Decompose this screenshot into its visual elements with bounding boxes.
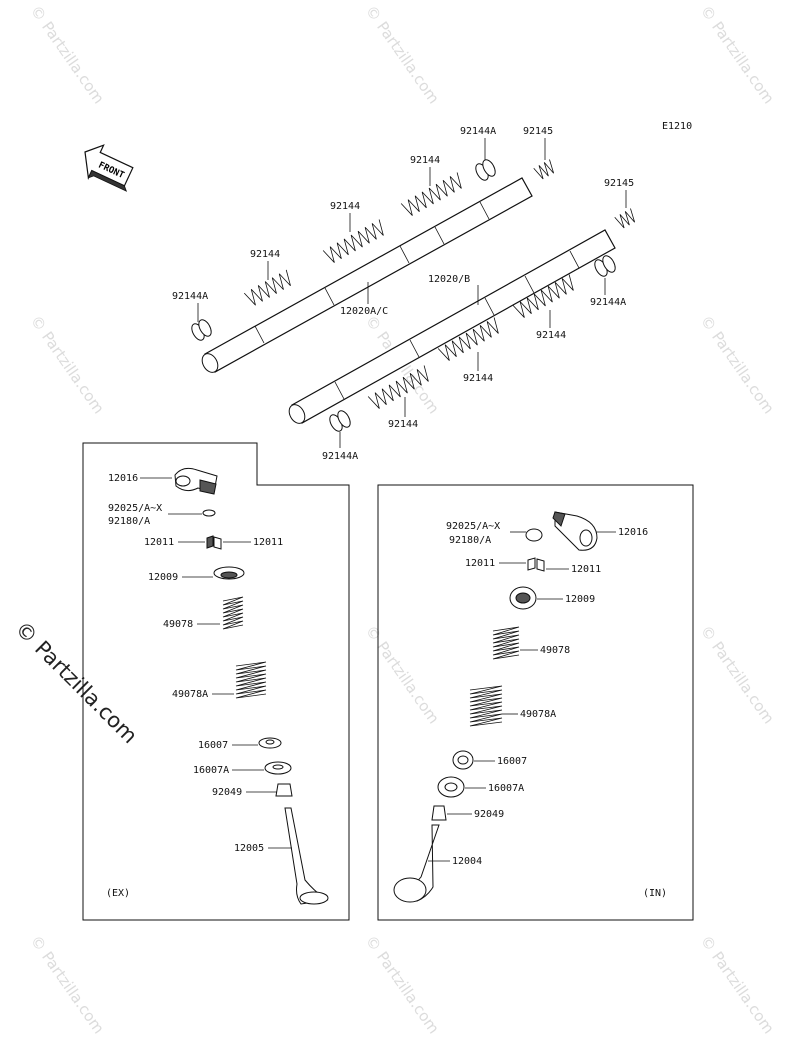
in-callouts: 92025/A~X 92180/A 12016 12011 12011 1200… bbox=[428, 521, 648, 867]
watermark: © Partzilla.com bbox=[697, 2, 778, 107]
callout: 12016 bbox=[618, 527, 648, 538]
in-cotters bbox=[527, 557, 545, 572]
callout: 92144 bbox=[463, 373, 493, 384]
callout: 49078A bbox=[520, 709, 556, 720]
callout: 92180/A bbox=[108, 516, 150, 527]
callout: 49078 bbox=[540, 645, 570, 656]
callout: 12004 bbox=[452, 856, 482, 867]
callout: 92144 bbox=[536, 330, 566, 341]
watermark: © Partzilla.com bbox=[27, 932, 108, 1037]
shaft-spring-92144 bbox=[400, 172, 462, 216]
watermark: © Partzilla.com bbox=[697, 932, 778, 1037]
ex-inner-spring bbox=[222, 596, 244, 630]
callout: 92144A bbox=[322, 451, 358, 462]
ex-panel-frame bbox=[82, 442, 350, 921]
front-arrow-icon: FRONT bbox=[84, 144, 134, 192]
callout: 92144A bbox=[590, 297, 626, 308]
watermark: © Partzilla.com bbox=[27, 2, 108, 107]
in-panel-title: (IN) bbox=[643, 888, 667, 899]
callout: 92144A bbox=[460, 126, 496, 137]
callout: 12011 bbox=[465, 558, 495, 569]
ex-panel-title: (EX) bbox=[106, 888, 130, 899]
callout: 92145 bbox=[523, 126, 553, 137]
ex-spring-seat-a bbox=[264, 761, 292, 775]
callout: 92144 bbox=[250, 249, 280, 260]
spring-92145 bbox=[533, 159, 555, 180]
callout: 49078A bbox=[172, 689, 208, 700]
watermark: © Partzilla.com bbox=[27, 312, 108, 417]
watermark: © Partzilla.com bbox=[697, 312, 778, 417]
in-panel-frame bbox=[377, 484, 694, 921]
callout: 12011 bbox=[253, 537, 283, 548]
callout: 12016 bbox=[108, 473, 138, 484]
in-spring-seat bbox=[452, 750, 474, 770]
callout: 16007 bbox=[497, 756, 527, 767]
callout: 12011 bbox=[144, 537, 174, 548]
ex-callouts: 12016 92025/A~X 92180/A 12011 12011 1200… bbox=[108, 473, 292, 854]
callout: 16007 bbox=[198, 740, 228, 751]
ex-rocker-arm bbox=[174, 467, 218, 495]
in-outer-spring bbox=[469, 685, 503, 727]
in-valve-seal bbox=[431, 805, 447, 821]
callout: 92025/A~X bbox=[108, 503, 162, 514]
ex-spring-seat bbox=[258, 737, 282, 749]
shaft-spring-92144 bbox=[322, 219, 384, 263]
callout: 92025/A~X bbox=[446, 521, 500, 532]
collar-92144a bbox=[594, 255, 616, 277]
callout: 92144A bbox=[172, 291, 208, 302]
callout: 92049 bbox=[474, 809, 504, 820]
ex-outer-spring bbox=[235, 661, 267, 699]
callout: 12011 bbox=[571, 564, 601, 575]
in-spring-seat-a bbox=[437, 776, 465, 798]
callout: 92049 bbox=[212, 787, 242, 798]
ex-valve-seal bbox=[275, 783, 293, 797]
collar-92144a bbox=[329, 410, 351, 432]
callout: 12009 bbox=[565, 594, 595, 605]
ex-adjuster-shim bbox=[202, 509, 216, 517]
callout: 12005 bbox=[234, 843, 264, 854]
callout: 92180/A bbox=[449, 535, 491, 546]
ex-valve bbox=[284, 807, 329, 905]
callout: 92145 bbox=[604, 178, 634, 189]
watermark: © Partzilla.com bbox=[362, 2, 443, 107]
ex-spring-retainer bbox=[213, 566, 245, 580]
callout: 16007A bbox=[488, 783, 524, 794]
in-adjuster-shim bbox=[525, 528, 543, 542]
callout: 12009 bbox=[148, 572, 178, 583]
shaft-spring-92144 bbox=[512, 274, 574, 318]
callout: 12020A/C bbox=[340, 306, 388, 317]
collar-92144a bbox=[191, 319, 212, 341]
rocker-shaft-12020b bbox=[288, 229, 616, 424]
top-callouts: 92144A 92145 92144 92144 92144 92144A 12… bbox=[172, 126, 634, 462]
collar-92144a bbox=[475, 159, 496, 181]
callout: 12020/B bbox=[428, 274, 470, 285]
in-spring-retainer bbox=[509, 586, 537, 610]
watermark: © Partzilla.com bbox=[362, 932, 443, 1037]
ex-cotters bbox=[206, 535, 222, 550]
watermark: © Partzilla.com bbox=[697, 622, 778, 727]
in-valve bbox=[393, 824, 440, 903]
shaft-spring-92144 bbox=[367, 365, 429, 409]
side-watermark: © Partzilla.com bbox=[10, 617, 142, 749]
shaft-spring-92144 bbox=[243, 269, 291, 306]
callout: 92144 bbox=[410, 155, 440, 166]
diagram-code: E1210 bbox=[662, 121, 692, 132]
rocker-shaft-12020ac bbox=[201, 177, 533, 373]
spring-92145 bbox=[614, 208, 636, 229]
callout: 16007A bbox=[193, 765, 229, 776]
callout: 92144 bbox=[330, 201, 360, 212]
in-inner-spring bbox=[492, 626, 520, 660]
callout: 92144 bbox=[388, 419, 418, 430]
watermark: © Partzilla.com bbox=[362, 622, 443, 727]
callout: 49078 bbox=[163, 619, 193, 630]
in-rocker-arm bbox=[552, 511, 598, 551]
shaft-spring-92144 bbox=[437, 317, 499, 361]
